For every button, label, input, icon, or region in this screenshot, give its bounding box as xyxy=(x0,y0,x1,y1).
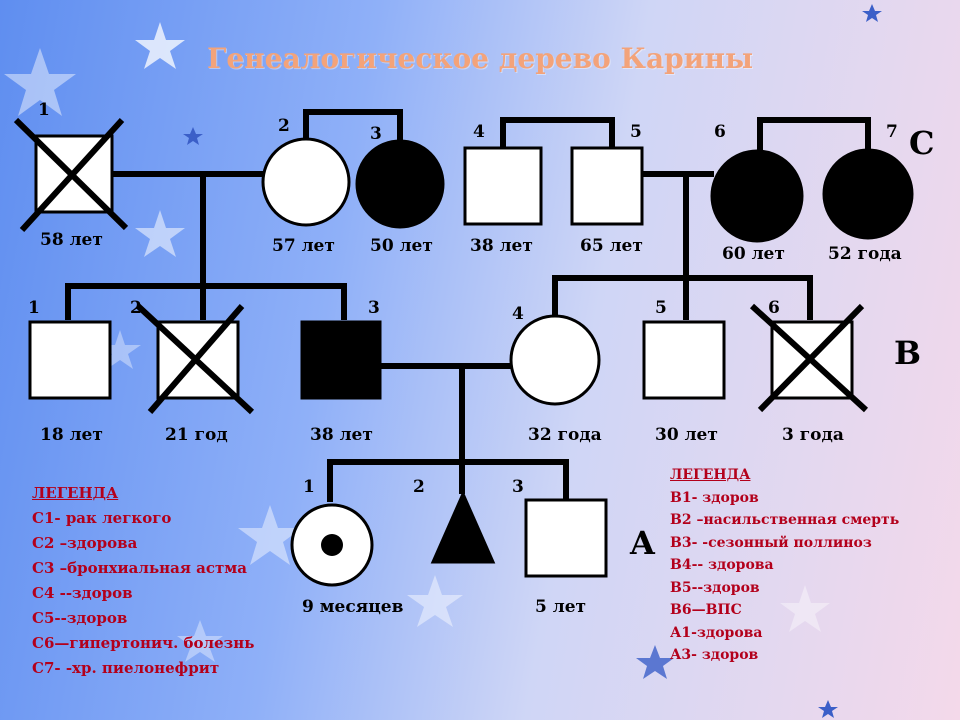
individual-number: 6 xyxy=(714,122,726,142)
generation-label-c: C xyxy=(909,124,935,162)
individual-number: 4 xyxy=(473,122,485,142)
individual-age: 38 лет xyxy=(470,236,533,256)
page-title: Генеалогическое дерево Карины xyxy=(206,42,754,75)
legend-item: В4-- здорова xyxy=(670,557,774,573)
individual-age: 65 лет xyxy=(580,236,643,256)
legend-item: С3 –бронхиальная астма xyxy=(32,559,248,577)
individual-number: 1 xyxy=(38,100,50,120)
star-icon xyxy=(636,645,674,679)
legend-item: С1- рак легкого xyxy=(32,509,172,527)
individual-number: 2 xyxy=(130,298,142,318)
individual-age: 3 года xyxy=(782,425,844,445)
individual-number: 2 xyxy=(278,116,290,136)
star-icon xyxy=(183,127,203,145)
symbol-c7-female-affected xyxy=(822,148,914,240)
symbol-c5-male xyxy=(570,146,644,226)
individual-age: 9 месяцев xyxy=(302,597,404,617)
legend-item: С6—гипертонич. болезнь xyxy=(32,634,255,652)
legend-generation-c: ЛЕГЕНДА С1- рак легкого С2 –здорова С3 –… xyxy=(32,481,254,681)
individual-age: 18 лет xyxy=(40,425,103,445)
individual-age: 60 лет xyxy=(722,244,785,264)
individual-number: 6 xyxy=(768,298,780,318)
individual-age: 57 лет xyxy=(272,236,335,256)
star-icon xyxy=(135,210,185,257)
legend-item: В5--здоров xyxy=(670,579,760,596)
legend-item: А1-здорова xyxy=(670,624,763,641)
symbol-a3-male xyxy=(524,498,608,578)
deceased-marks xyxy=(13,117,869,415)
legend-heading: ЛЕГЕНДА xyxy=(32,484,119,502)
star-icon xyxy=(4,48,76,116)
star-icon xyxy=(818,700,838,718)
star-icon xyxy=(135,22,185,69)
symbol-b3-male-affected xyxy=(300,320,382,400)
legend-item: В6—ВПС xyxy=(670,602,742,618)
individual-number: 7 xyxy=(886,122,898,142)
individual-age: 21 год xyxy=(165,425,228,445)
decorative-stars xyxy=(4,22,830,662)
sibling-bracket-c6-c7 xyxy=(757,117,871,150)
decorative-stars-blue xyxy=(183,4,882,718)
individual-age: 38 лет xyxy=(310,425,373,445)
star-icon xyxy=(238,505,302,565)
generation-label-a: A xyxy=(630,524,655,562)
star-icon xyxy=(780,585,830,632)
deceased-cross-b6 xyxy=(757,303,865,413)
pedigree-lines xyxy=(65,109,871,502)
sibling-bracket-c4-c5 xyxy=(500,117,615,148)
legend-item: С5--здоров xyxy=(32,609,128,627)
individual-number: 1 xyxy=(28,298,40,318)
star-icon xyxy=(177,620,223,662)
symbol-b4-female xyxy=(509,314,601,406)
symbol-a2-fetus-affected xyxy=(430,490,496,564)
star-icon xyxy=(862,4,882,22)
legend-item: В1- здоров xyxy=(670,489,759,506)
symbol-c2-female xyxy=(261,137,351,227)
generation-label-b: B xyxy=(894,334,922,372)
individual-age: 58 лет xyxy=(40,230,103,250)
deceased-cross-b2 xyxy=(147,304,245,414)
individual-number: 3 xyxy=(370,124,382,144)
proband-dot xyxy=(321,534,343,556)
legend-item: А3- здоров xyxy=(670,647,759,663)
individual-number: 3 xyxy=(368,298,380,318)
symbol-c3-female-affected xyxy=(355,139,445,229)
sibship-line-a1-a3 xyxy=(327,459,569,502)
legend-item: В2 –насильственная смерть xyxy=(670,512,900,528)
legend-item: С2 –здорова xyxy=(32,534,138,552)
individual-age: 30 лет xyxy=(655,425,718,445)
deceased-cross-c1 xyxy=(19,117,125,233)
legend-item: С4 --здоров xyxy=(32,584,133,602)
individual-number: 2 xyxy=(413,477,425,497)
individual-age: 5 лет xyxy=(535,597,587,617)
legend-item: В3- -сезонный поллиноз xyxy=(670,534,872,551)
individual-number: 1 xyxy=(303,477,315,497)
symbol-b1-male xyxy=(28,320,112,400)
individual-age: 52 года xyxy=(828,244,902,264)
legend-generations-b-a: ЛЕГЕНДА В1- здоров В2 –насильственная см… xyxy=(670,464,899,667)
individual-number: 4 xyxy=(512,304,524,324)
individual-number: 5 xyxy=(630,122,642,142)
symbol-b5-male xyxy=(642,320,726,400)
sibling-bracket-c2-c3 xyxy=(303,109,403,142)
individual-age: 50 лет xyxy=(370,236,433,256)
legend-item: С7- -хр. пиелонефрит xyxy=(32,659,220,677)
star-icon xyxy=(99,330,141,369)
star-icon xyxy=(407,575,463,627)
individual-number: 5 xyxy=(655,298,667,318)
sibship-line-b4-b6 xyxy=(552,275,813,320)
symbol-c6-female-affected xyxy=(710,149,804,243)
symbol-c4-male xyxy=(463,146,543,226)
individual-age: 32 года xyxy=(528,425,602,445)
legend-heading: ЛЕГЕНДА xyxy=(670,467,751,483)
individual-number: 3 xyxy=(512,477,524,497)
